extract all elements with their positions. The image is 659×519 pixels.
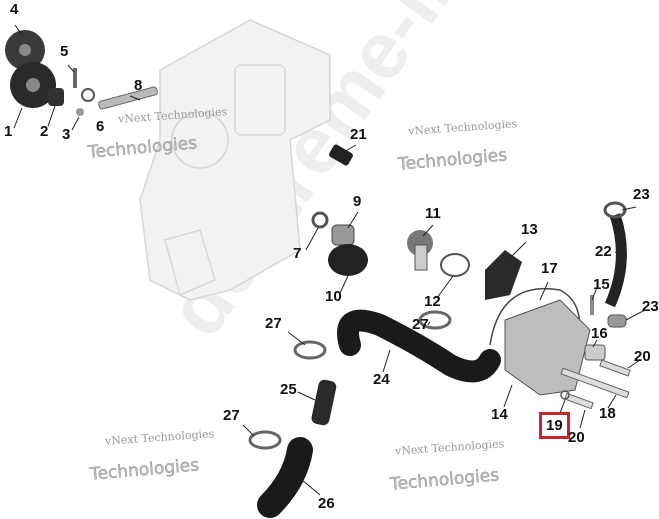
callout-25[interactable]: 25 [280,381,297,398]
callout-27-left[interactable]: 27 [265,315,282,332]
hose-part-26 [257,437,313,518]
part-3 [76,108,84,116]
callout-11[interactable]: 11 [425,205,441,222]
bolt-part-15 [590,295,594,315]
leader-lines [13,24,646,496]
clamp-part-23-bottom [607,314,627,328]
callout-16[interactable]: 16 [591,325,608,342]
callout-5[interactable]: 5 [60,43,69,60]
thermostat-part-11 [407,230,433,271]
gasket-part-12 [440,253,470,277]
callout-22[interactable]: 22 [595,243,612,260]
impeller-part-10 [328,244,368,276]
callout-6[interactable]: 6 [96,118,105,135]
callout-14[interactable]: 14 [491,406,508,423]
clamp-part-27 [248,310,452,450]
callout-23-bottom[interactable]: 23 [642,298,659,315]
gear-part-4 [5,30,45,70]
callout-24[interactable]: 24 [373,371,390,388]
pump-housing-part-14 [504,299,591,396]
callout-10[interactable]: 10 [325,288,342,305]
callout-27-bottom[interactable]: 27 [223,407,240,424]
callout-12[interactable]: 12 [424,293,441,310]
callout-8[interactable]: 8 [134,77,143,94]
callout-4[interactable]: 4 [10,1,19,18]
callout-17[interactable]: 17 [541,260,558,277]
bolt-part-20-top [599,359,631,377]
part-2 [48,88,64,106]
bolt-part-18 [560,367,630,399]
callout-20-top[interactable]: 20 [634,348,651,365]
callout-20-bottom[interactable]: 20 [568,429,585,446]
oring-part-19 [560,390,570,400]
callout-27-middle[interactable]: 27 [412,316,429,333]
callout-7[interactable]: 7 [293,245,302,262]
washer-part-6 [81,88,95,102]
hose-part-22 [604,213,627,308]
callout-19-highlighted[interactable]: 19 [539,412,570,439]
part-16 [584,344,606,361]
seal-part-9 [331,224,355,246]
callout-21[interactable]: 21 [350,126,367,143]
callout-18[interactable]: 18 [599,405,616,422]
pin-part-5 [73,68,77,88]
callout-15[interactable]: 15 [593,276,610,293]
shaft-part-8 [98,86,158,110]
callout-23-top[interactable]: 23 [633,186,650,203]
callout-9[interactable]: 9 [353,193,362,210]
callout-26[interactable]: 26 [318,495,335,512]
seal-part-7 [311,211,329,229]
elbow-part-13 [485,250,522,300]
gear-part-1 [10,62,56,108]
callout-1[interactable]: 1 [4,123,13,140]
bolt-part-20-bottom [564,392,594,410]
connector-part-25 [311,379,337,426]
engine-cover-ghost [139,19,331,301]
sensor-part-21 [329,144,353,166]
callout-3[interactable]: 3 [62,126,71,143]
hose-part-24 [337,309,501,383]
clamp-part-23-top [603,201,627,219]
callout-2[interactable]: 2 [40,123,49,140]
callout-13[interactable]: 13 [521,221,538,238]
